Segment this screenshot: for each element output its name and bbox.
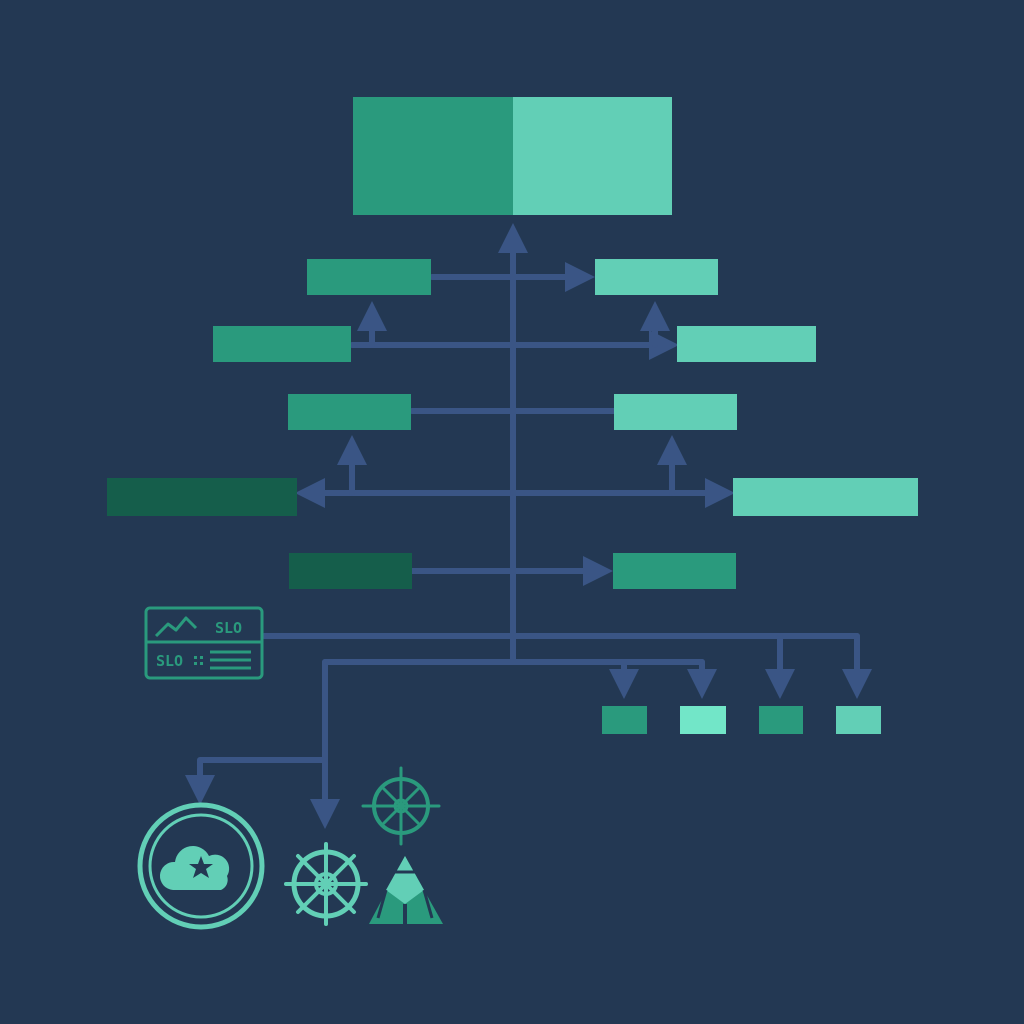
connector-to-badge <box>185 757 328 805</box>
left-nodes <box>107 259 431 589</box>
left-node-1 <box>307 259 431 295</box>
connectors <box>185 223 872 829</box>
header-block <box>353 97 672 215</box>
slo-label-bottom: SLO <box>156 652 183 670</box>
left-node-3 <box>288 394 411 430</box>
right-node-2 <box>677 326 816 362</box>
left-node-5 <box>289 553 412 589</box>
bottom-node-1 <box>602 706 647 734</box>
bottom-nodes <box>602 706 881 734</box>
ships-wheel-small-icon <box>361 766 441 846</box>
right-node-4 <box>733 478 918 516</box>
header-block-right <box>513 97 672 215</box>
left-node-2 <box>213 326 351 362</box>
bottom-node-2 <box>680 706 726 734</box>
pyramid-icon <box>369 856 443 924</box>
slo-label-top: SLO <box>215 619 242 637</box>
left-node-4 <box>107 478 297 516</box>
slo-panel: SLO SLO <box>144 606 264 680</box>
bottom-node-4 <box>836 706 881 734</box>
ships-wheel-icon <box>284 842 368 926</box>
right-node-5 <box>613 553 736 589</box>
right-node-3 <box>614 394 737 430</box>
bottom-node-3 <box>759 706 803 734</box>
cloud-star-badge-icon <box>137 802 265 930</box>
slo-dots-icon <box>194 656 203 665</box>
trend-line-icon <box>154 616 198 638</box>
right-nodes <box>595 259 918 589</box>
slo-bar-lines <box>210 650 251 670</box>
header-block-left <box>353 97 513 215</box>
right-node-1 <box>595 259 718 295</box>
